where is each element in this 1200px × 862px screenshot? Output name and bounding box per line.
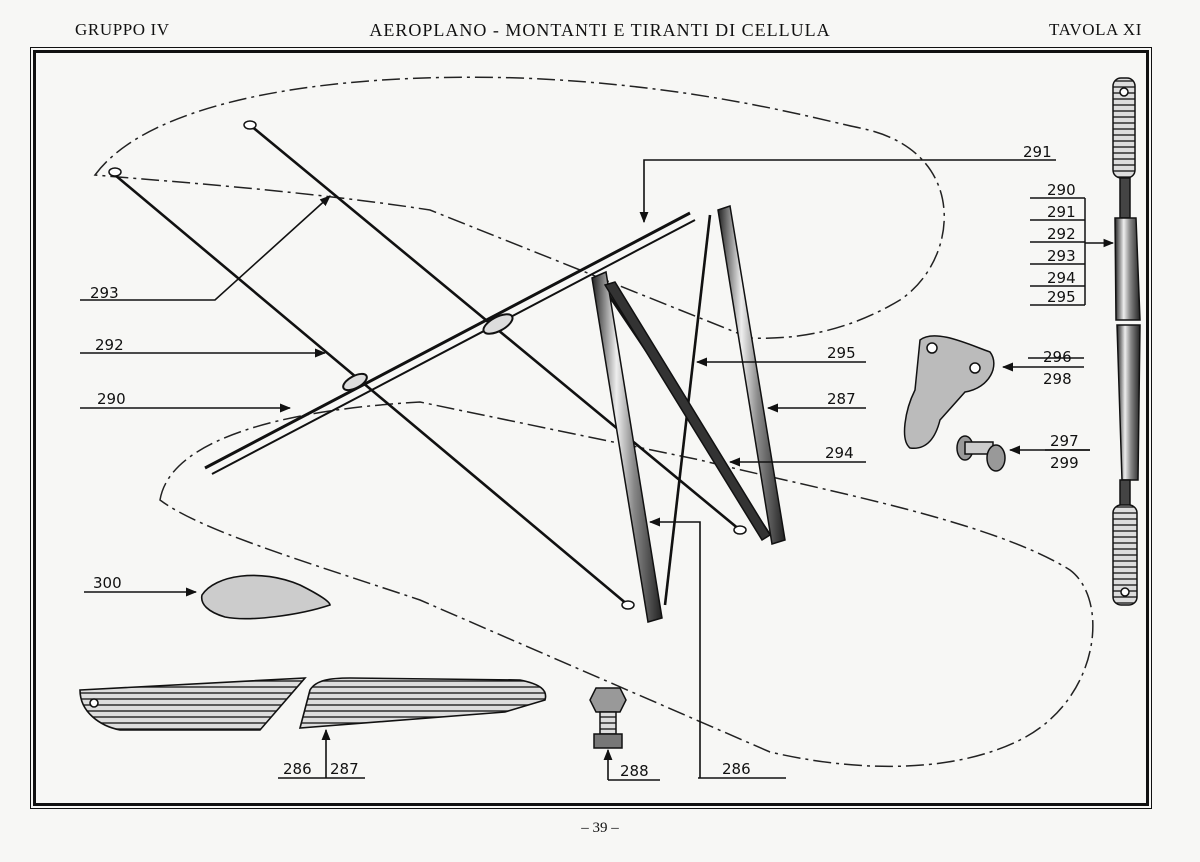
callout-295: 295 bbox=[827, 344, 856, 362]
bolt-288 bbox=[589, 687, 627, 749]
wire-end-fitting bbox=[733, 525, 747, 535]
callout-287: 287 bbox=[330, 760, 359, 778]
leader-lines bbox=[80, 159, 1090, 781]
stack-bracket bbox=[1030, 197, 1115, 306]
turnbuckle-assembly bbox=[1112, 77, 1141, 606]
group-label: GRUPPO IV bbox=[75, 20, 170, 39]
callout-286-strut: 286 bbox=[722, 760, 751, 778]
callout-286: 286 bbox=[283, 760, 312, 778]
stack-callout: 295 bbox=[1047, 288, 1076, 306]
bolt-297 bbox=[956, 435, 1006, 472]
callout-298: 298 bbox=[1043, 370, 1072, 388]
long-tie-rods bbox=[204, 211, 696, 475]
callout-296: 296 bbox=[1043, 348, 1072, 366]
interplane-struts bbox=[591, 205, 786, 623]
plate-number: TAVOLA XI bbox=[1049, 20, 1142, 39]
callout-288: 288 bbox=[620, 762, 649, 780]
strut-fitting-plate bbox=[903, 335, 995, 449]
wire-end-fitting bbox=[621, 600, 635, 610]
plate-title: AEROPLANO - MONTANTI E TIRANTI DI CELLUL… bbox=[369, 20, 831, 40]
lower-wing-outline bbox=[159, 401, 1094, 768]
strut-section-286-287 bbox=[79, 677, 547, 731]
strut-fairing-300 bbox=[200, 574, 331, 620]
page-number: – 39 – bbox=[581, 820, 619, 836]
callout-294: 294 bbox=[825, 444, 854, 462]
upper-wing-outline bbox=[93, 76, 945, 339]
bracing-wires bbox=[114, 123, 772, 606]
wire-end-fitting bbox=[243, 120, 257, 130]
drawing-frame bbox=[30, 47, 1152, 809]
callout-300: 300 bbox=[93, 574, 122, 592]
callout-292: 292 bbox=[95, 336, 124, 354]
callout-291: 291 bbox=[1023, 143, 1052, 161]
stack-callout: 292 bbox=[1047, 225, 1076, 243]
stack-callout: 291 bbox=[1047, 203, 1076, 221]
wire-end-fitting bbox=[108, 167, 122, 177]
stack-callout: 290 bbox=[1047, 181, 1076, 199]
callout-299: 299 bbox=[1050, 454, 1079, 472]
stack-callout: 294 bbox=[1047, 269, 1076, 287]
callout-293: 293 bbox=[90, 284, 119, 302]
callout-287-strut: 287 bbox=[827, 390, 856, 408]
stack-callout: 293 bbox=[1047, 247, 1076, 265]
callout-297: 297 bbox=[1050, 432, 1079, 450]
callout-290: 290 bbox=[97, 390, 126, 408]
